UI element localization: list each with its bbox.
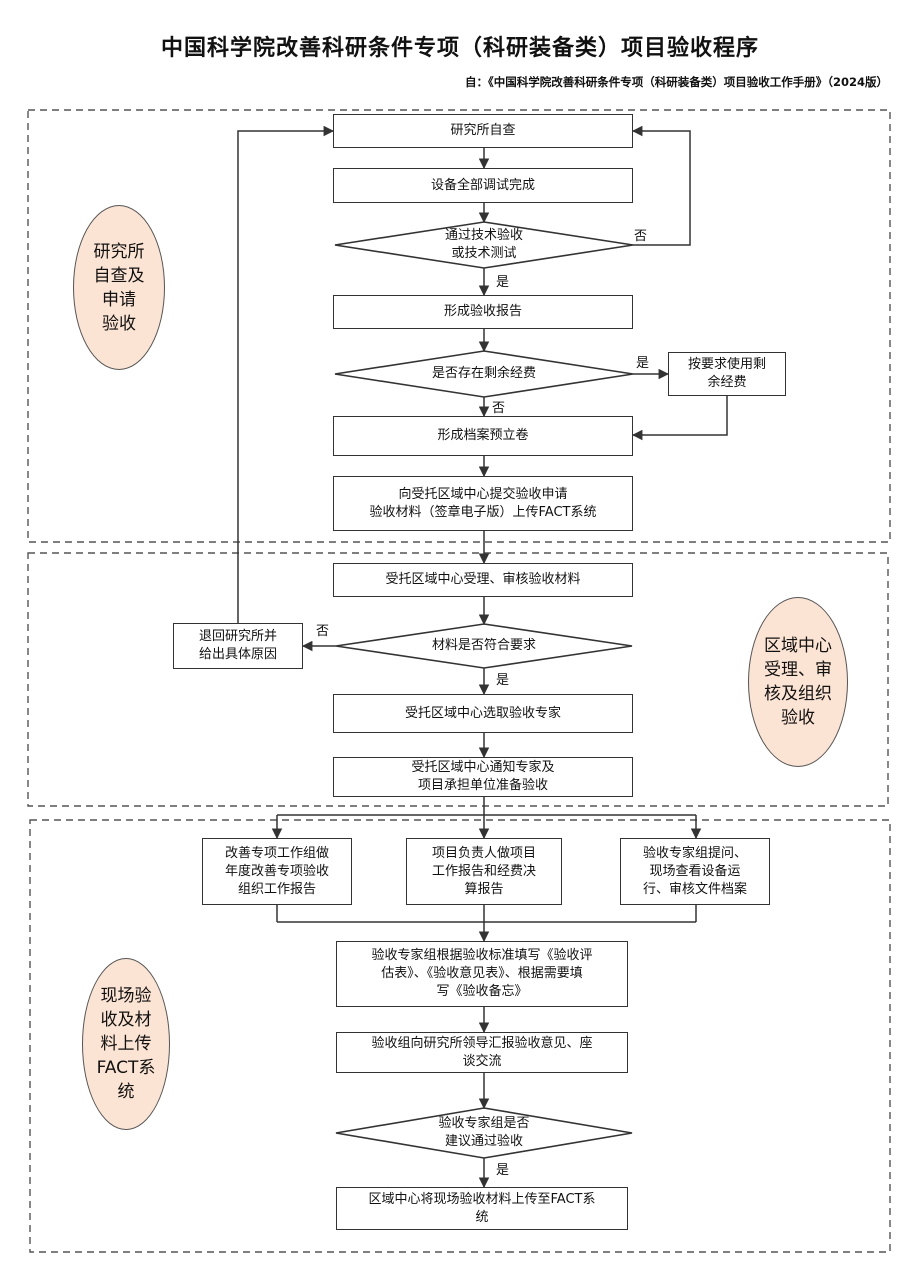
node-use-remaining-funds: 按要求使用剩 余经费 (668, 352, 786, 396)
stage1-label: 研究所 自查及 申请 验收 (73, 205, 165, 370)
edge-label-d2-no: 否 (492, 401, 506, 416)
stage3-label: 现场验 收及材 料上传 FACT系 统 (82, 958, 170, 1130)
node-center-review: 受托区域中心受理、审核验收材料 (333, 563, 633, 597)
node-institute-self-check: 研究所自查 (333, 114, 633, 148)
decision-experts-pass: 验收专家组是否 建议通过验收 (438, 1116, 530, 1149)
edge-label-d4-yes: 是 (496, 1163, 510, 1178)
node-working-group-report: 改善专项工作组做 年度改善专项验收 组织工作报告 (202, 838, 352, 905)
node-notify-experts: 受托区域中心通知专家及 项目承担单位准备验收 (333, 757, 633, 797)
node-project-lead-report: 项目负责人做项目 工作报告和经费决 算报告 (406, 838, 562, 905)
arrow-side1-n4 (631, 396, 728, 441)
node-acceptance-report: 形成验收报告 (333, 295, 633, 329)
node-fill-evaluation-forms: 验收专家组根据验收标准填写《验收评 估表》、《验收意见表》、根据需要填 写《验收… (336, 941, 628, 1007)
node-report-to-leaders: 验收组向研究所领导汇报验收意见、座 谈交流 (336, 1032, 628, 1073)
arrow-d1-no-loop (631, 125, 691, 246)
node-expert-questions: 验收专家组提问、 现场查看设备运 行、审核文件档案 (620, 838, 770, 905)
decision-materials-ok: 材料是否符合要求 (431, 638, 536, 653)
node-return-to-institute: 退回研究所并 给出具体原因 (173, 623, 303, 669)
arrow-side2-return (237, 125, 335, 623)
stage2-frame (27, 552, 889, 807)
node-equipment-debugging: 设备全部调试完成 (333, 168, 633, 203)
edge-label-d1-no: 否 (634, 229, 648, 244)
edge-label-d3-yes: 是 (496, 673, 510, 688)
edge-label-d2-yes: 是 (636, 356, 650, 371)
source-note: 自：《中国科学院改善科研条件专项（科研装备类）项目验收工作手册》（2024版） (464, 75, 888, 89)
decision-remaining-funds: 是否存在剩余经费 (431, 366, 536, 381)
node-submit-application: 向受托区域中心提交验收申请 验收材料（签章电子版）上传FACT系统 (333, 476, 633, 531)
decision-tech-acceptance: 通过技术验收 或技术测试 (444, 228, 523, 261)
node-select-experts: 受托区域中心选取验收专家 (333, 694, 633, 733)
edge-label-d3-no: 否 (316, 624, 330, 639)
stage2-label: 区域中心 受理、审 核及组织 验收 (748, 597, 848, 767)
page-title: 中国科学院改善科研条件专项（科研装备类）项目验收程序 (160, 36, 759, 61)
stage3-frame (29, 819, 891, 1253)
edge-label-d1-yes: 是 (496, 275, 510, 290)
node-upload-fact: 区域中心将现场验收材料上传至FACT系 统 (336, 1187, 628, 1230)
node-archive-prefiling: 形成档案预立卷 (333, 416, 633, 456)
